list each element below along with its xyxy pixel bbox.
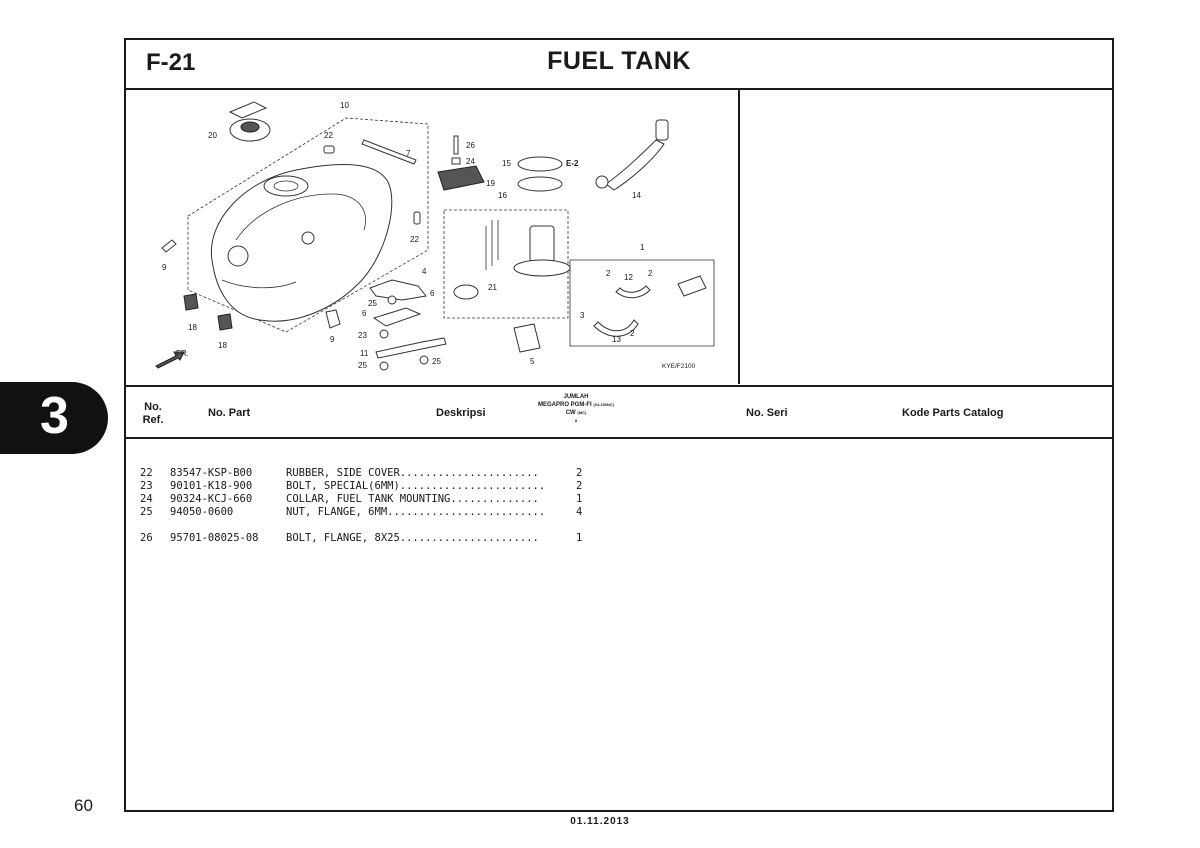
bracket-6 <box>372 307 422 327</box>
section-code: F-21 <box>146 49 196 76</box>
callout-18a: 18 <box>188 323 197 332</box>
tank-filler-neck <box>263 175 309 197</box>
rubber-9 <box>161 239 177 253</box>
callout-9a: 9 <box>162 263 167 272</box>
fuel-pump <box>529 225 555 263</box>
ring-16 <box>517 176 563 192</box>
float-21 <box>453 284 479 300</box>
title-bar: F-21 FUEL TANK <box>126 40 1112 90</box>
page-title: FUEL TANK <box>547 47 691 75</box>
callout-7: 7 <box>406 149 411 158</box>
hose-joint <box>595 175 609 189</box>
header-jumlah: JUMLAH MEGAPRO PGM-FI (GL150NC) CW (MC) … <box>537 394 614 423</box>
callout-23: 23 <box>358 331 367 340</box>
pump-flange <box>513 259 571 277</box>
hose-13 <box>593 319 639 337</box>
side-cover-rubber-2 <box>413 211 421 225</box>
side-panel-blank <box>740 90 1112 384</box>
callout-14: 14 <box>632 191 641 200</box>
callout-2b: 2 <box>648 269 653 278</box>
nut-25a <box>379 361 389 371</box>
callout-26: 26 <box>466 141 475 150</box>
fuel-tank-body <box>210 164 393 322</box>
header-no-part: No. Part <box>208 407 251 419</box>
callout-22b: 22 <box>410 235 419 244</box>
callout-25a: 25 <box>368 299 377 308</box>
callout-8: 6 <box>430 289 435 298</box>
hose-connector <box>655 119 669 141</box>
header-kode-parts: Kode Parts Catalog <box>902 407 1004 419</box>
front-label: FR. <box>176 349 189 358</box>
rubber-strip <box>361 139 417 165</box>
grommet-18b <box>217 313 233 331</box>
callout-6: 6 <box>362 309 367 318</box>
gasket-15 <box>517 156 563 172</box>
bolt-26 <box>453 135 459 155</box>
catalog-page-frame: F-21 FUEL TANK <box>124 38 1114 812</box>
callout-9b: 9 <box>330 335 335 344</box>
pump-group-outline <box>443 209 569 319</box>
front-arrow <box>155 351 185 369</box>
callout-13: 13 <box>612 335 621 344</box>
hose-group-outline <box>569 259 715 347</box>
tank-mount-boss <box>227 245 249 267</box>
mounting-bracket <box>369 279 427 301</box>
callout-3: 3 <box>580 311 585 320</box>
collar-24 <box>451 157 461 165</box>
callout-2c: 2 <box>630 329 635 338</box>
side-cover-rubber <box>323 145 335 154</box>
tank-group-outline <box>187 117 429 333</box>
nut-25c <box>387 295 397 305</box>
callout-16: 16 <box>498 191 507 200</box>
callout-5: 5 <box>530 357 535 366</box>
callout-1: 1 <box>640 243 645 252</box>
callout-15: 15 <box>502 159 511 168</box>
callout-18b: 18 <box>218 341 227 350</box>
section-tab: 3 <box>0 382 108 454</box>
header-no-seri: No. Seri <box>746 407 788 419</box>
callout-4: 4 <box>422 267 427 276</box>
grommet-18a <box>183 293 199 311</box>
callout-19: 19 <box>486 179 495 188</box>
tank-contour <box>235 193 366 241</box>
callout-11: 11 <box>360 349 369 358</box>
publication-date: 01.11.2013 <box>570 816 630 827</box>
fuel-hose-14 <box>605 139 665 191</box>
float-arm <box>485 220 499 270</box>
callout-10: 10 <box>340 101 349 110</box>
callout-25b: 25 <box>358 361 367 370</box>
diagram-ref-code: KYE/F2100 <box>662 363 696 370</box>
table-header: No. Ref. No. Part Deskripsi JUMLAH MEGAP… <box>126 385 1112 439</box>
header-deskripsi: Deskripsi <box>436 407 486 419</box>
callout-21: 21 <box>488 283 497 292</box>
fuel-tank-diagram: 10 20 22 7 22 9 18 18 9 FR. 6 4 25 6 23 … <box>155 101 715 371</box>
rubber-9b <box>325 309 341 329</box>
tank-mount-19 <box>437 165 485 191</box>
bolt-23 <box>379 329 389 339</box>
filter-assy <box>677 275 707 297</box>
exploded-parts-diagram: 10 20 22 7 22 9 18 18 9 FR. 6 4 25 6 23 … <box>126 90 740 384</box>
collar-5 <box>513 323 541 353</box>
hose-12 <box>615 285 651 299</box>
stay-11 <box>375 337 447 359</box>
callout-12: 12 <box>624 273 633 282</box>
callout-24: 24 <box>466 157 475 166</box>
header-no-ref: No. Ref. <box>142 401 164 426</box>
callout-2a: 2 <box>606 269 611 278</box>
callout-e2: E-2 <box>566 159 579 168</box>
page-number: 60 <box>74 796 93 815</box>
callout-20: 20 <box>208 131 217 140</box>
callout-25c: 25 <box>432 357 441 366</box>
callout-22a: 22 <box>324 131 333 140</box>
fuel-cap-key <box>228 101 268 119</box>
nut-25b <box>419 355 429 365</box>
